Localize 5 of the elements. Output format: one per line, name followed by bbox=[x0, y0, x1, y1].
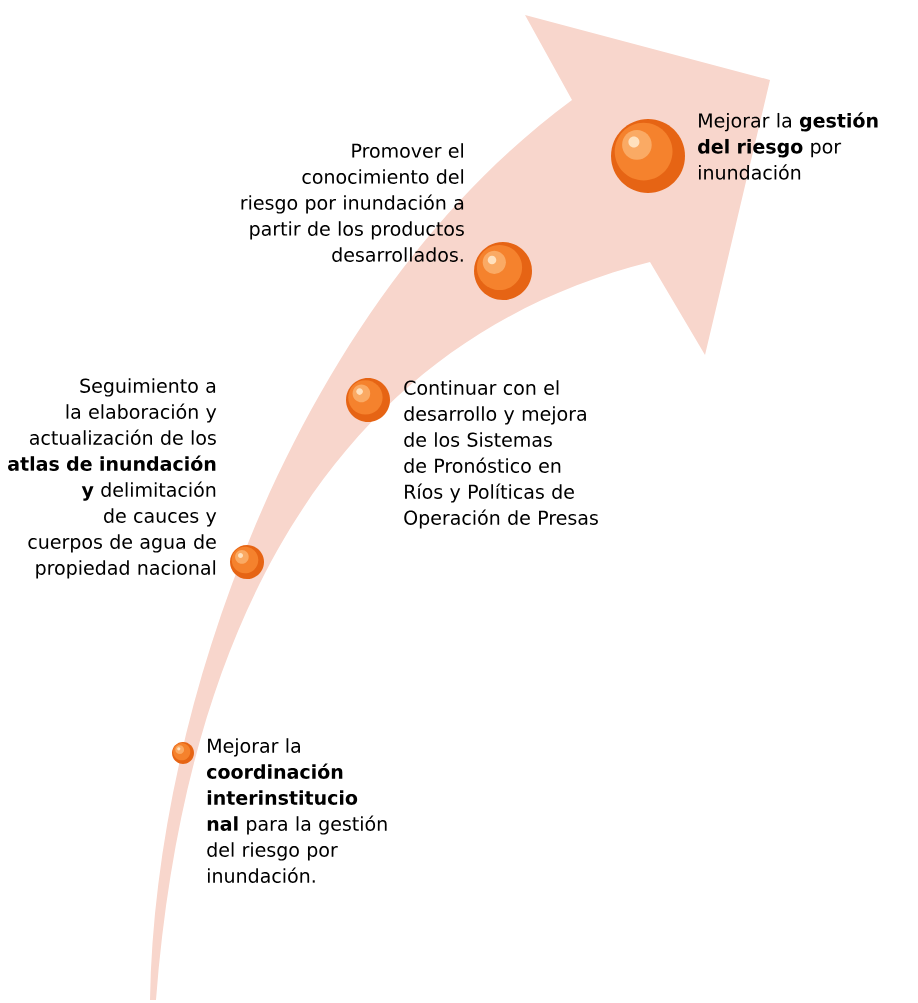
step-text: Promover el conocimiento del riesgo por inundación a partir de los productos desarrollados. bbox=[241, 143, 464, 262]
step-text: Continuar con el desarrollo y mejora de los Sistemas de Pronóstico en Ríos y Políticas de Operación de Presas bbox=[404, 380, 598, 529]
step-text: Mejorar la gestión del riesgo por inundación bbox=[698, 112, 878, 180]
step-text: Seguimiento a la elaboración y actualización de los atlas de inundación y delimitación de cauces y cuerpos de agua de propiedad nacional bbox=[8, 378, 217, 579]
step-text: Mejorar la coordinación interinstitucio nal para la gestión del riesgo por inundación. bbox=[207, 738, 387, 883]
